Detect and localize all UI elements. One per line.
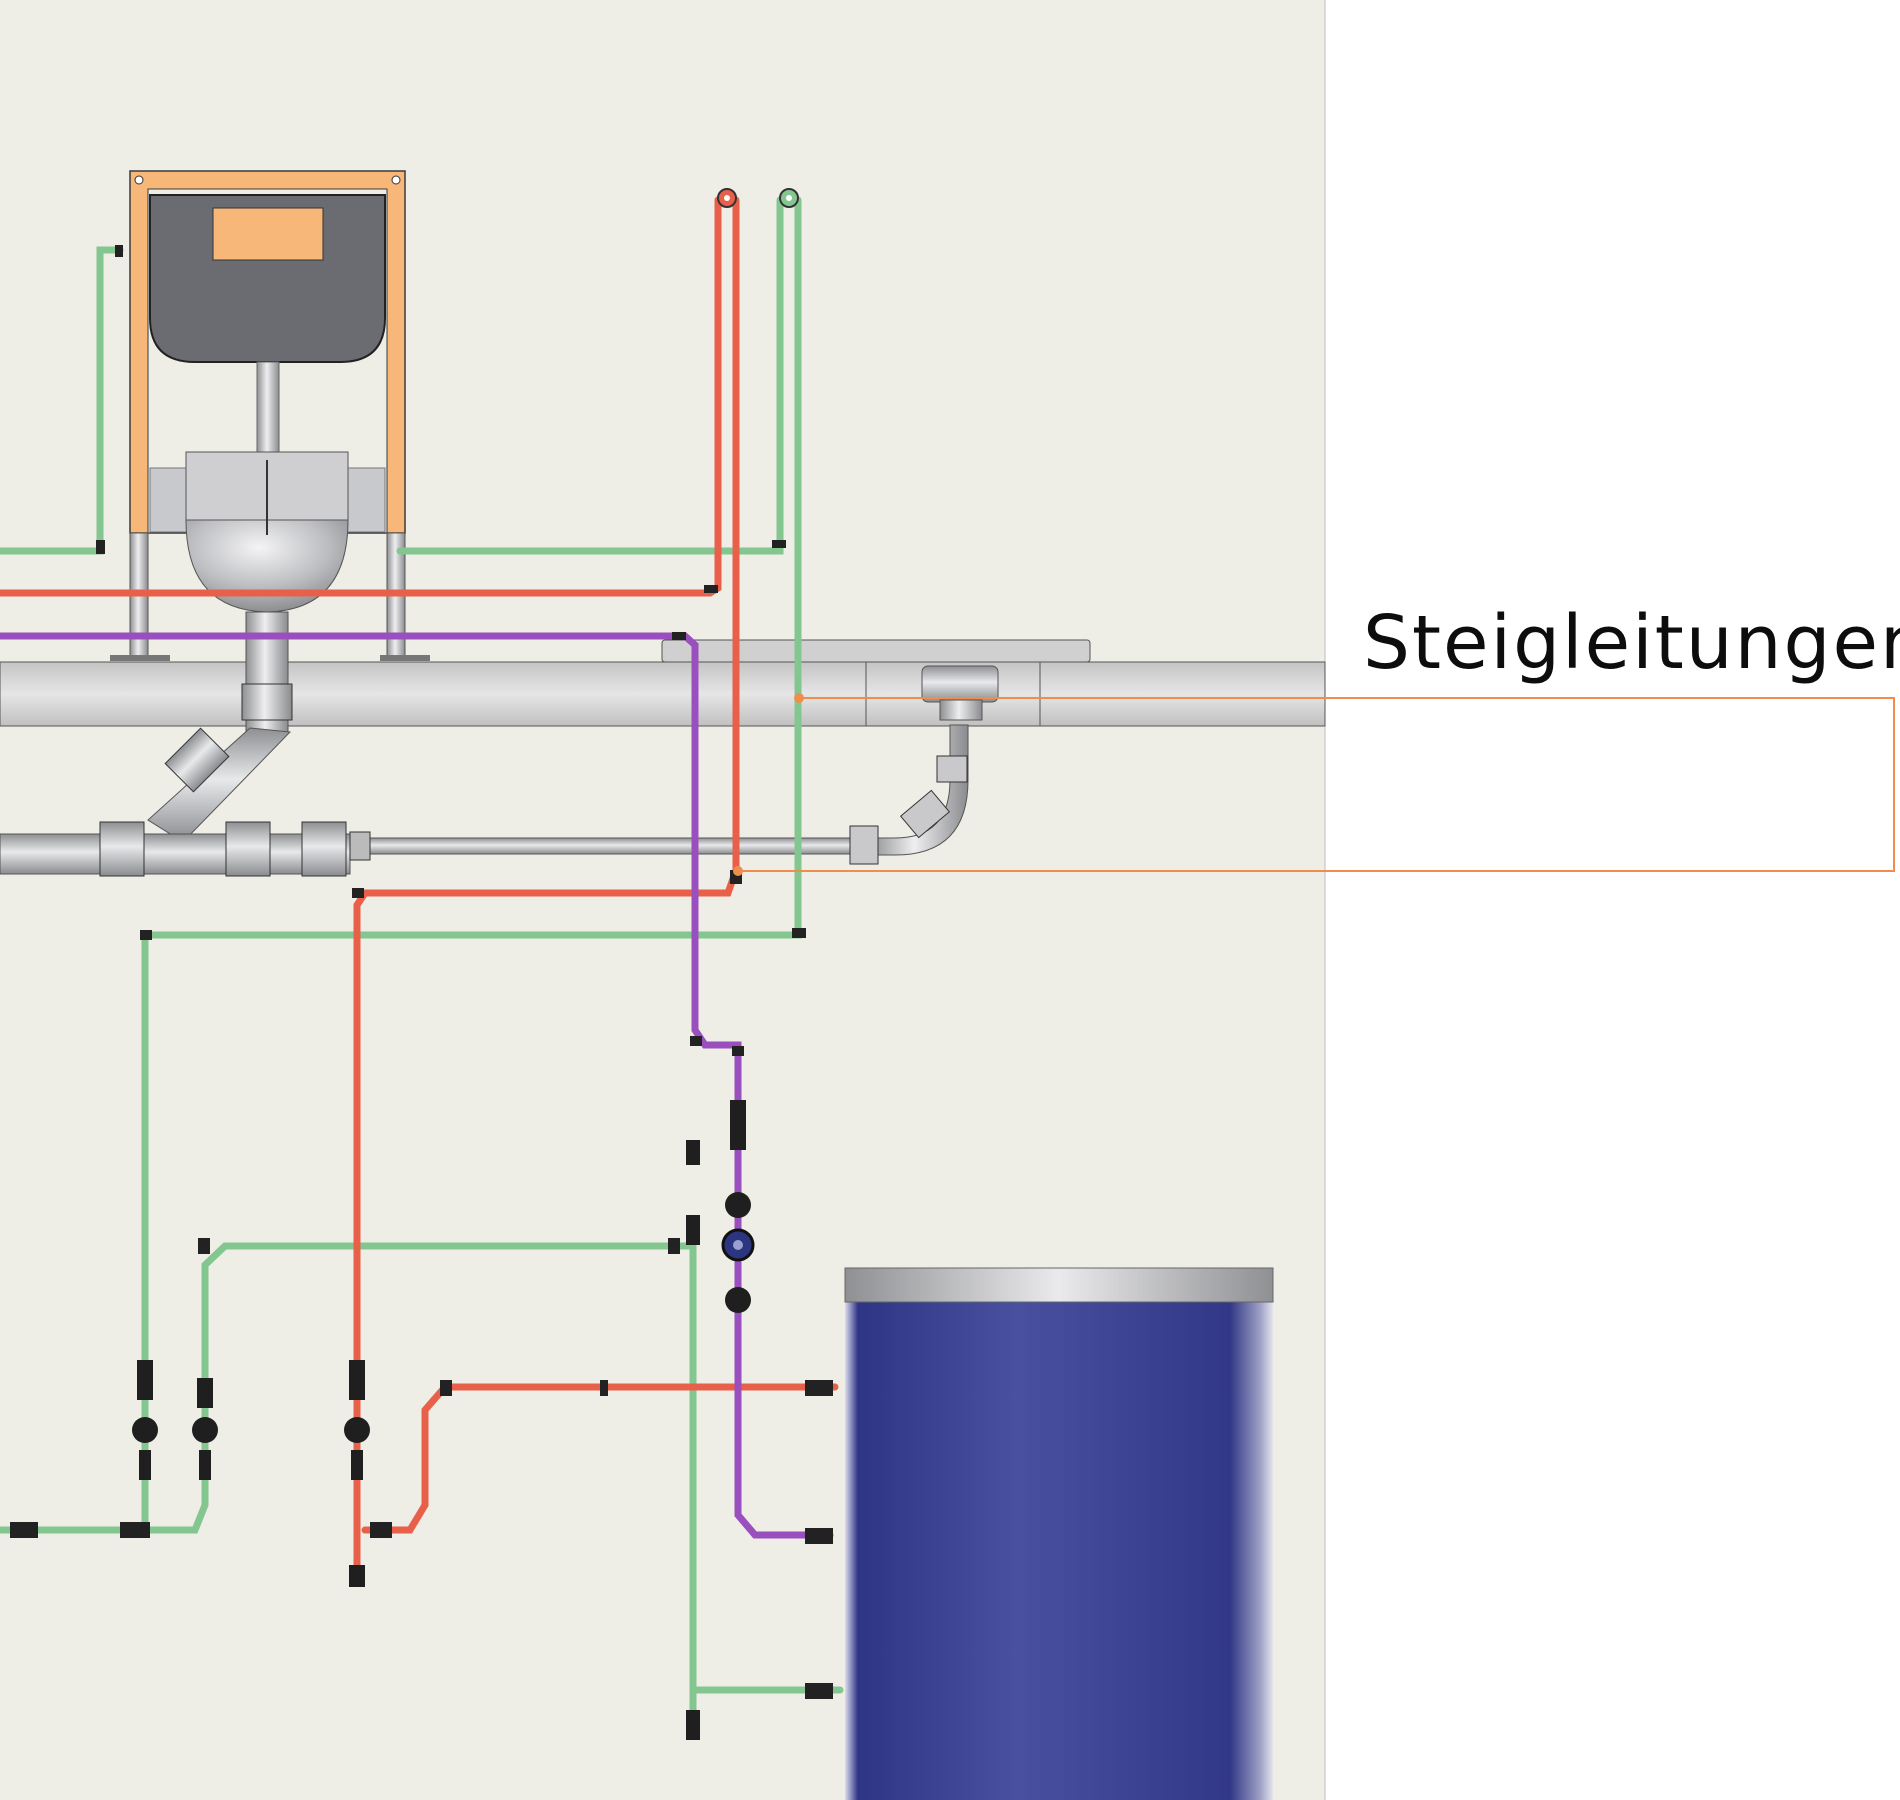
cistern	[149, 194, 386, 363]
floor-slab	[0, 639, 1326, 727]
valve-assemblies	[132, 1100, 751, 1740]
wastewater-pipes	[0, 611, 999, 877]
annotation-label: Steigleitungen	[1363, 600, 1900, 686]
riser-fittings	[717, 188, 799, 208]
circulation-pipes	[0, 632, 834, 1539]
flush-pipe	[256, 361, 280, 453]
hot-water-tank	[844, 1267, 1274, 1800]
circulation-pump	[721, 1228, 755, 1262]
riser-callout	[733, 693, 1895, 876]
wc-drain-bowl	[185, 451, 349, 613]
